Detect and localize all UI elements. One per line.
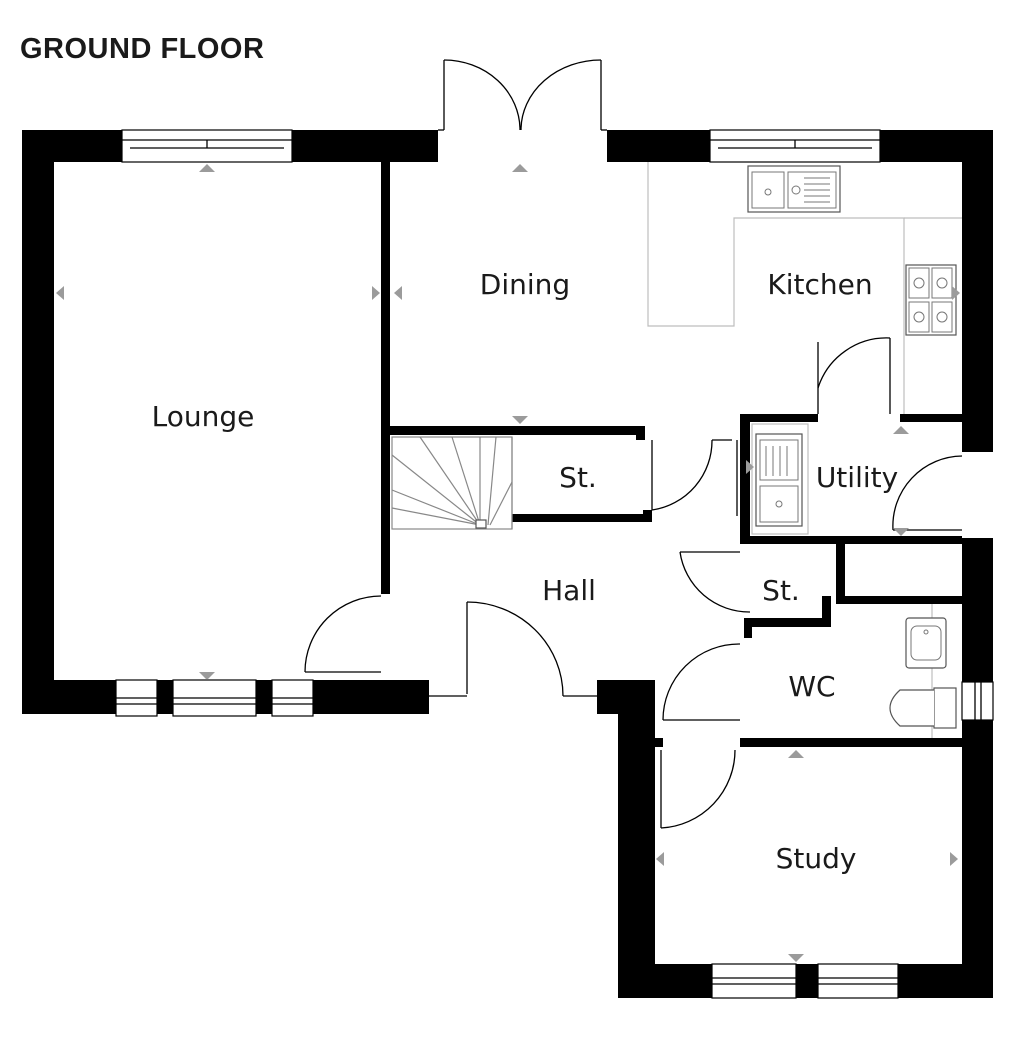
room-labels: Lounge Dining Kitchen St. Utility Hall S…	[152, 268, 899, 875]
room-label-wc: WC	[788, 670, 835, 703]
room-label-kitchen: Kitchen	[767, 268, 872, 301]
dimension-markers	[56, 164, 960, 962]
room-label-utility: Utility	[816, 461, 898, 494]
windows	[115, 129, 994, 999]
room-label-hall-store: St.	[762, 574, 800, 607]
staircase	[391, 436, 513, 530]
room-label-study: Study	[776, 842, 857, 875]
room-label-lounge: Lounge	[152, 400, 255, 433]
room-label-hall: Hall	[542, 574, 596, 607]
utility-fittings	[751, 423, 809, 535]
floor-title: GROUND FLOOR	[20, 33, 264, 65]
walls	[22, 130, 993, 998]
doors	[304, 59, 963, 829]
room-label-under-stairs-store: St.	[559, 461, 597, 494]
kitchen-fittings	[647, 162, 962, 414]
room-label-dining: Dining	[480, 268, 570, 301]
wc-fittings	[889, 604, 957, 738]
